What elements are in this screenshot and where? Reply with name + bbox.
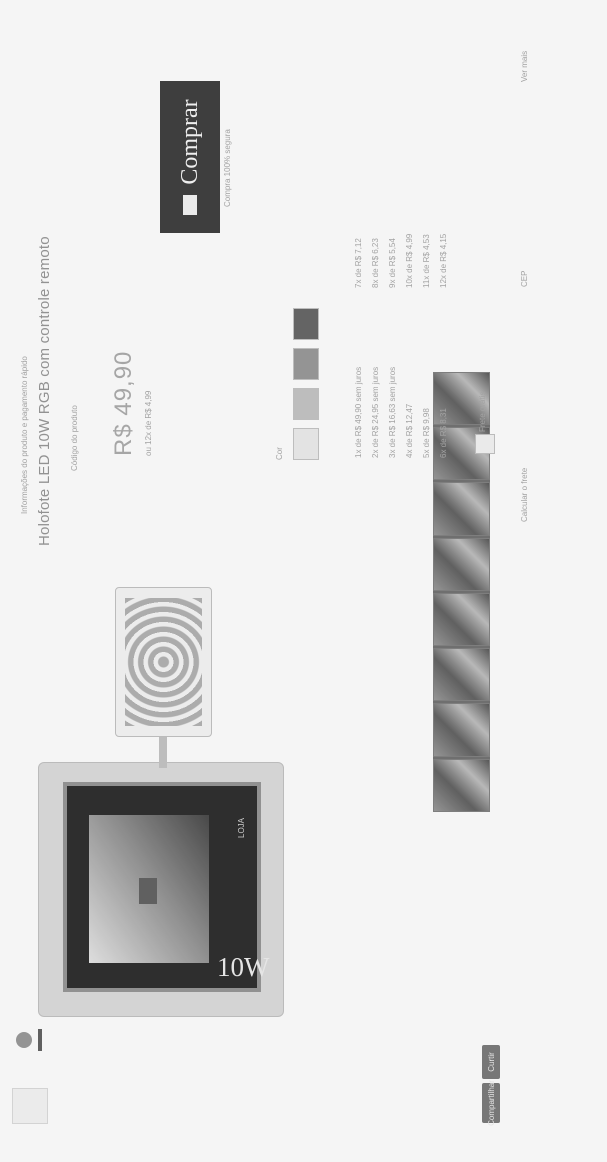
color-label: Cor [275,447,284,460]
cart-icon [183,194,197,215]
installment-row: 12x de R$ 4,15 [439,233,448,288]
product-price: R$ 49,90 [110,350,137,456]
main-product-image: 10W LOJA [38,728,284,1017]
installment-row: 11x de R$ 4,53 [422,234,431,288]
installment-info: ou 12x de R$ 4,99 [144,390,153,456]
installment-row: 5x de R$ 9,98 [422,408,431,458]
logo [14,1027,52,1053]
see-more-link[interactable]: Ver mais [520,50,529,82]
thumbnail[interactable] [433,482,490,536]
side-note: Frete grátis [478,391,487,432]
shipping-calculator[interactable]: Calcular o frete [520,467,529,522]
installment-row: 10x de R$ 4,99 [405,233,414,288]
thumbnail[interactable] [433,703,490,757]
thumbnail[interactable] [433,593,490,647]
breadcrumb: Informações do produto e pagamento rápid… [20,356,29,514]
secure-icon [475,434,495,454]
buy-button[interactable]: Comprar [160,81,220,233]
installment-row: 9x de R$ 5,54 [388,238,397,288]
color-swatch[interactable] [293,388,319,420]
side-thumbnail[interactable] [12,1088,48,1124]
installment-table: 1x de R$ 49,90 sem juros 2x de R$ 24,95 … [350,234,452,458]
lamp-panel: 10W LOJA [63,782,269,992]
installment-row: 4x de R$ 12,47 [405,403,414,458]
buy-button-label: Comprar [176,99,203,185]
buy-subtitle: Compra 100% segura [223,129,232,207]
installment-row: 2x de R$ 24,95 sem juros [371,366,380,458]
remote-buttons [125,598,202,726]
color-swatch[interactable] [293,428,319,460]
installment-row: 1x de R$ 49,90 sem juros [354,366,363,458]
bottom-code: CEP [520,270,529,287]
installment-row: 6x de R$ 8,31 [439,408,448,458]
lamp-label: 10W [217,952,270,982]
installment-column-left: 1x de R$ 49,90 sem juros 2x de R$ 24,95 … [350,367,452,458]
thumbnail[interactable] [433,758,490,812]
led-chip [139,878,157,904]
remote-control-image [115,587,212,737]
installment-column-right: 7x de R$ 7,12 8x de R$ 6,23 9x de R$ 5,5… [350,234,452,288]
product-subtitle: Código do produto [70,405,79,471]
product-title: Holofote LED 10W RGB com controle remoto [36,236,53,546]
color-options[interactable] [293,308,319,460]
color-swatch[interactable] [293,348,319,380]
color-swatch[interactable] [293,308,319,340]
thumbnail[interactable] [433,537,490,591]
thumbnail[interactable] [433,648,490,702]
store-badge: LOJA [237,817,246,838]
installment-row: 7x de R$ 7,12 [354,238,363,288]
like-button[interactable]: Curtir [482,1045,500,1079]
share-button[interactable]: Compartilhar [482,1080,500,1126]
lamp-reflector [89,815,209,963]
installment-row: 3x de R$ 16,63 sem juros [388,366,397,458]
installment-row: 8x de R$ 6,23 [371,238,380,288]
